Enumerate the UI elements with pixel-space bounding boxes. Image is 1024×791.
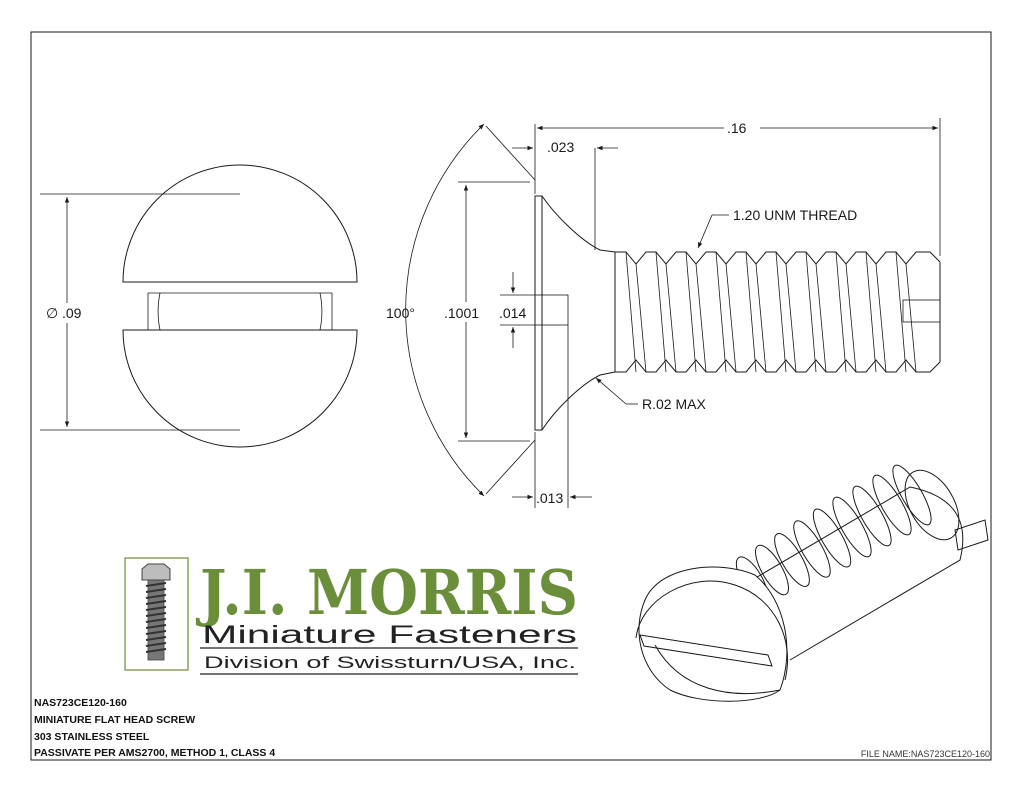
dim-radius: R.02 MAX <box>642 396 706 412</box>
end-view-shank-edge <box>157 292 323 331</box>
dim-dia-symbol: ∅ <box>46 305 58 321</box>
slot <box>534 294 569 326</box>
logo-frame <box>124 557 189 671</box>
logo-line1: Miniature Fasteners <box>202 621 577 649</box>
thread-top <box>615 251 941 265</box>
end-view-lower-half <box>122 329 358 448</box>
note-part-number: NAS723CE120-160 <box>34 697 127 709</box>
note-material: 303 STAINLESS STEEL <box>34 731 150 743</box>
side-view: 100° .1001 .014 .023 .16 1.20 UNM THREAD… <box>386 118 941 508</box>
sheet-border <box>30 31 992 761</box>
dim-thread: 1.20 UNM THREAD <box>733 207 857 223</box>
screw-icon <box>141 563 171 661</box>
dim-slot-depth: .013 <box>536 490 563 506</box>
head-flat <box>534 195 543 431</box>
title-notes: NAS723CE120-160 MINIATURE FLAT HEAD SCRE… <box>34 697 275 759</box>
note-finish: PASSIVATE PER AMS2700, METHOD 1, CLASS 4 <box>34 747 275 759</box>
isometric-screw <box>635 464 989 702</box>
end-view: ∅ .09 <box>40 164 358 448</box>
note-description: MINIATURE FLAT HEAD SCREW <box>34 714 195 726</box>
thread-bottom <box>615 359 941 373</box>
dim-length: .16 <box>727 120 747 136</box>
end-view-upper-half <box>122 164 358 283</box>
dim-angle: 100° <box>386 305 415 321</box>
dim-slot-width: .014 <box>499 305 526 321</box>
logo-name: J.I. MORRIS <box>195 556 578 629</box>
file-name: FILE NAME:NAS723CE120-160 <box>861 749 990 759</box>
dim-dia-value: .09 <box>62 305 82 321</box>
company-logo: J.I. MORRIS Miniature Fasteners Division… <box>124 556 578 675</box>
dim-head-dia: .1001 <box>444 305 479 321</box>
logo-line2: Division of Swissturn/USA, Inc. <box>204 653 576 672</box>
dim-head-height: .023 <box>547 139 574 155</box>
